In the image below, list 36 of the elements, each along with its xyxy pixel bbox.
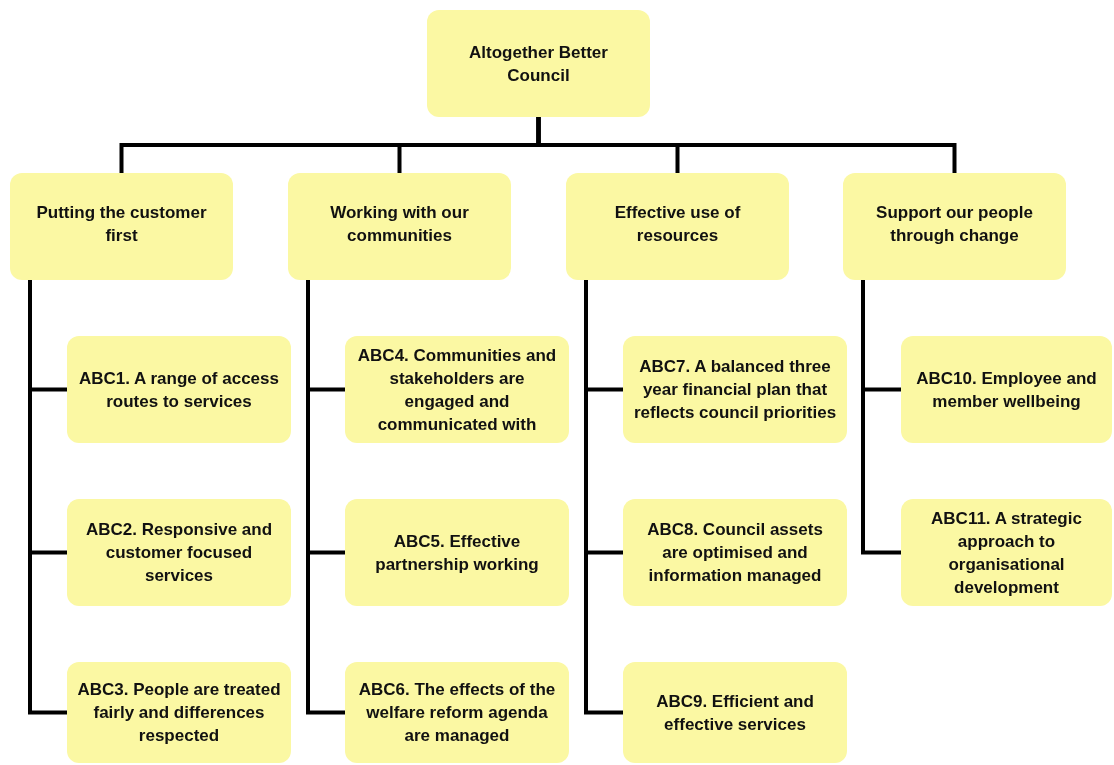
category-box <box>10 173 233 280</box>
box-text: ABC1. A range of access routes to services <box>78 367 280 413</box>
box-text: ABC9. Efficient and effective services <box>655 690 815 736</box>
objective-box <box>623 499 847 606</box>
objective-box <box>345 662 569 763</box>
category-box <box>288 173 511 280</box>
box-text: ABC7. A balanced three year financial plan that reflects council priorities <box>633 356 837 424</box>
objective-box <box>345 499 569 606</box>
box-text: Working with our communities <box>329 202 470 247</box>
box-text: ABC4. Communities and stakeholders are engaged and communicated with <box>356 344 558 436</box>
objective-box <box>901 499 1112 606</box>
connector-line <box>536 117 957 173</box>
box-text: ABC10. Employee and member wellbeing <box>915 367 1098 413</box>
objective-box <box>67 662 291 763</box>
category-box <box>843 173 1066 280</box>
connector-line <box>28 280 67 715</box>
box-text: ABC6. The effects of the welfare reform agenda are managed <box>357 679 557 747</box>
category-box <box>566 173 789 280</box>
objective-box <box>901 336 1112 443</box>
box-text: ABC8. Council assets are optimised and information managed <box>646 519 824 587</box>
box-text: ABC5. Effective partnership working <box>374 530 540 576</box>
box-text: Support our people through change <box>875 202 1034 247</box>
objective-box <box>623 336 847 443</box>
box-text: ABC11. A strategic approach to organisational development <box>930 507 1083 599</box>
connector-line <box>306 280 345 715</box>
box-text: Altogether Better Council <box>468 41 609 87</box>
objective-box <box>345 336 569 443</box>
box-text: Putting the customer first <box>35 202 208 247</box>
root-box <box>427 10 650 117</box>
box-text: ABC2. Responsive and customer focused services <box>84 519 274 587</box>
box-text: ABC3. People are treated fairly and differences respected <box>77 679 281 747</box>
box-text: Effective use of resources <box>613 202 742 247</box>
objective-box <box>67 499 291 606</box>
objective-box <box>623 662 847 763</box>
connector-line <box>584 280 623 715</box>
objective-box <box>67 336 291 443</box>
